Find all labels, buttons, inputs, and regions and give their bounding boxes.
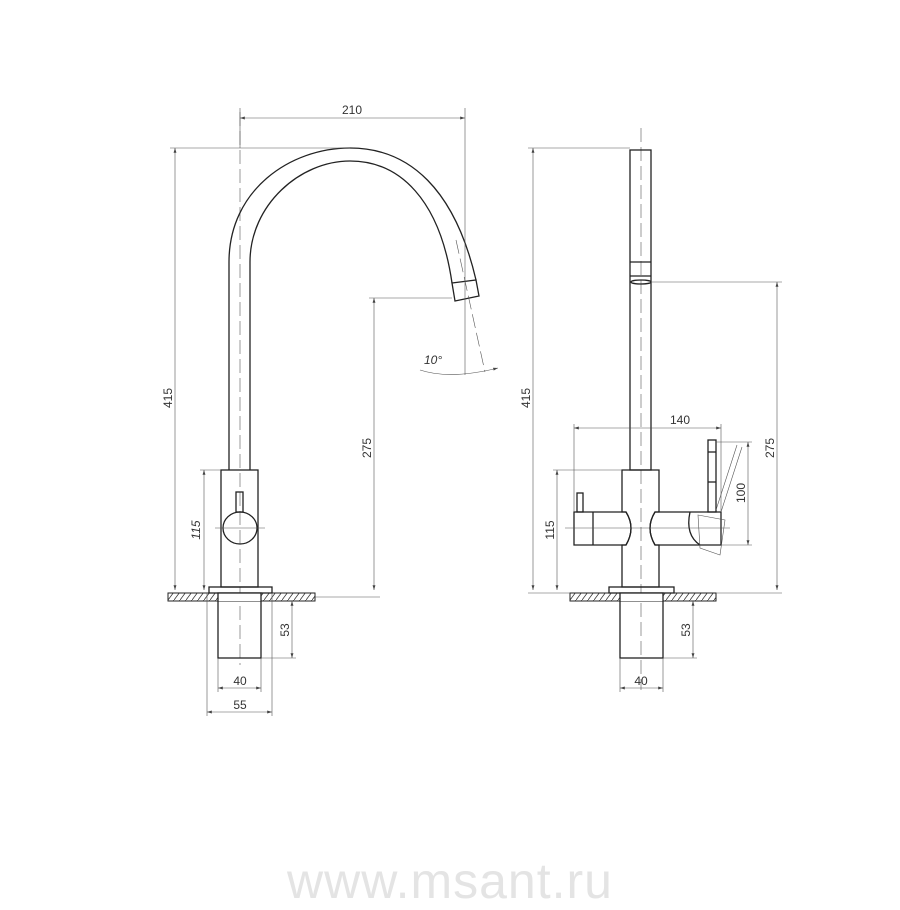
- watermark: www.msant.ru: [287, 853, 613, 909]
- left-arm: [573, 511, 632, 546]
- left-lever: [576, 492, 584, 513]
- shank: [619, 592, 664, 659]
- shank: [217, 592, 262, 659]
- dim-275: 275: [763, 438, 777, 458]
- dim-55: 55: [233, 698, 247, 712]
- right-arm: [649, 511, 722, 546]
- dim-210: 210: [342, 103, 362, 117]
- dim-415: 415: [519, 388, 533, 408]
- base-plate: [608, 586, 675, 594]
- front-view: 210 415 275 115 53 40 55 10°: [161, 103, 499, 716]
- dim-100: 100: [734, 483, 748, 503]
- dim-40: 40: [233, 674, 247, 688]
- lever: [235, 491, 244, 513]
- stem: [629, 149, 652, 471]
- base-plate: [208, 586, 273, 594]
- spout-inner: [249, 160, 453, 470]
- dim-415: 415: [161, 388, 175, 408]
- right-lever: [707, 439, 717, 513]
- spout-tip: [451, 279, 480, 302]
- body: [621, 469, 660, 588]
- dim-53: 53: [278, 623, 292, 637]
- dim-angle: 10°: [424, 353, 442, 367]
- dim-275: 275: [360, 438, 374, 458]
- dim-115: 115: [543, 520, 557, 539]
- body: [220, 469, 259, 588]
- side-view: 415 115 140 100 275 53 40: [519, 128, 782, 692]
- dim-140: 140: [670, 413, 690, 427]
- spout-outer: [228, 147, 477, 470]
- dim-40: 40: [634, 674, 648, 688]
- dim-115: 115: [189, 520, 203, 539]
- dim-53: 53: [679, 623, 693, 637]
